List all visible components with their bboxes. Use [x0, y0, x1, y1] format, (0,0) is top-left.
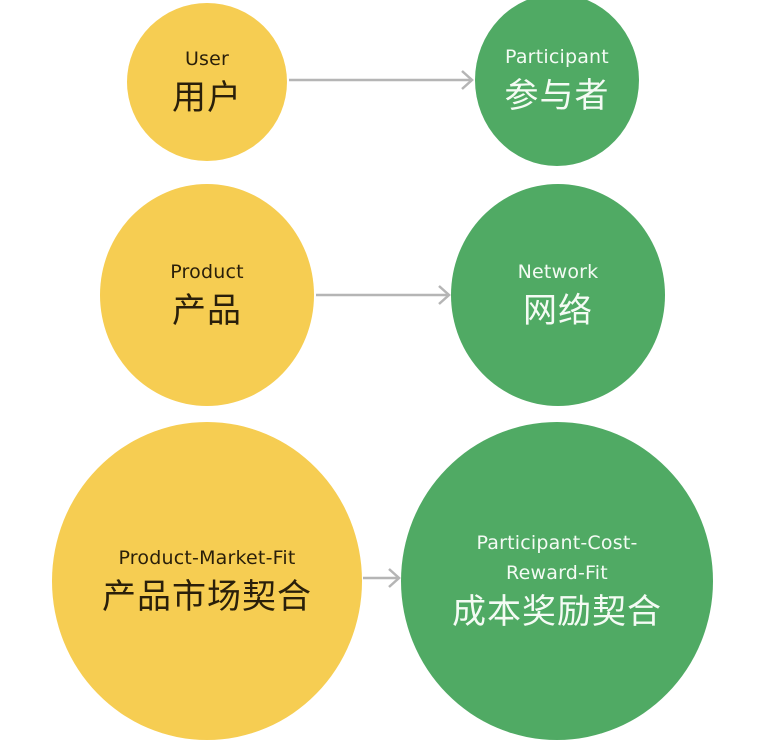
network-label-en: Network — [517, 260, 599, 283]
network-node: Network 网络 — [451, 184, 665, 406]
participant-label-en: Participant — [505, 45, 609, 68]
product-label-en: Product — [170, 260, 244, 283]
product-label-zh: 产品 — [172, 291, 242, 332]
arrow-right-icon — [363, 568, 401, 588]
participant-cost-reward-fit-node: Participant-Cost- Reward-Fit 成本奖励契合 — [401, 422, 713, 740]
pcrf-label-zh: 成本奖励契合 — [452, 592, 662, 633]
participant-label-zh: 参与者 — [504, 76, 610, 117]
network-label-zh: 网络 — [523, 291, 593, 332]
arrow-pmf-to-pcrf — [361, 566, 403, 590]
product-market-fit-label-en: Product-Market-Fit — [118, 546, 296, 569]
user-label-en: User — [184, 47, 230, 70]
product-market-fit-label-zh: 产品市场契合 — [102, 577, 312, 618]
pcrf-label-en-line2: Reward-Fit — [506, 561, 608, 584]
arrow-right-icon — [289, 70, 474, 90]
user-label-zh: 用户 — [172, 78, 242, 119]
product-market-fit-node: Product-Market-Fit 产品市场契合 — [52, 422, 362, 740]
arrow-right-icon — [316, 285, 451, 305]
arrow-product-to-network — [314, 283, 454, 307]
user-node: User 用户 — [127, 3, 287, 161]
product-node: Product 产品 — [100, 184, 314, 406]
pcrf-label-en-line1: Participant-Cost- — [476, 531, 638, 554]
participant-node: Participant 参与者 — [475, 0, 639, 166]
arrow-user-to-participant — [287, 68, 477, 92]
